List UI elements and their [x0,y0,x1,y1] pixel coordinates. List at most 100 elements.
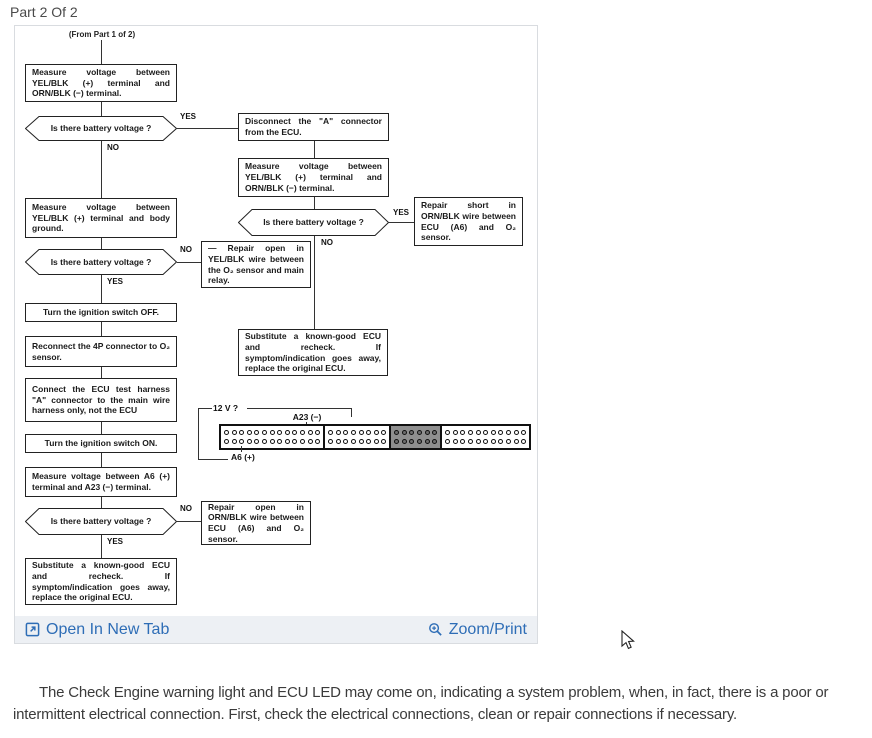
hexagon-shape [238,209,389,236]
connector-pin [452,430,458,435]
flow-line [314,141,315,158]
flow-step-repair-open-yel: — Repair open in YEL/BLK wire between th… [201,241,311,288]
connector-pin [224,439,229,444]
connector-pin [424,439,430,444]
flow-step-text: Disconnect the "A" connector from the EC… [245,116,382,137]
flow-line [101,238,102,249]
flow-step-text: Repair open in ORN/BLK wire between ECU … [208,501,304,544]
connector-pin [513,439,519,444]
flow-line [101,141,102,198]
flow-step-text: Reconnect the 4P connector to O₂ sensor. [32,340,170,362]
flow-step-measure-yel-orn-2: Measure voltage between YEL/BLK (+) term… [238,158,389,197]
connector-pin [424,430,430,435]
connector-pin [475,439,481,444]
connector-pin [483,430,489,435]
connector-pin [231,430,237,435]
a23-pin-label: A23 (−) [292,412,322,422]
connector-pin [417,430,423,435]
connector-pin [366,439,372,444]
pin-pointer-line [241,446,242,452]
connector-pin [521,430,527,435]
connector-pin [521,439,527,444]
flow-decision-text: Is there battery voltage ? [50,123,152,134]
flow-step-repair-short-orn: Repair short in ORN/BLK wire between ECU… [414,197,523,246]
connector-pin [343,430,349,435]
connector-pin [277,430,283,435]
connector-pin [381,430,387,435]
connector-pin [475,430,481,435]
flow-decision-text: Is there battery voltage ? [263,217,364,228]
connector-pin [254,439,260,444]
flow-line [101,422,102,434]
connector-pin [468,439,474,444]
connector-pin [490,430,496,435]
flow-line [101,102,102,116]
zoom-print-icon [428,623,442,636]
connector-pin [277,439,283,444]
flow-step-text: Substitute a known-good ECU and recheck.… [245,331,381,374]
hexagon-shape [25,116,177,141]
flow-step-substitute-ecu-end: Substitute a known-good ECU and recheck.… [25,558,177,605]
connector-pin [506,439,511,444]
branch-no-label: NO [107,143,119,152]
branch-no-label: NO [321,238,333,247]
flow-line [101,497,102,508]
connector-pin [401,430,407,435]
flow-step-text: Measure voltage between YEL/BLK (+) term… [32,66,170,99]
flow-step-measure-yel-orn: Measure voltage between YEL/BLK (+) term… [25,64,177,102]
bracket-line [198,408,199,459]
flow-step-text: Connect the ECU test harness "A" connect… [32,383,170,416]
zoom-print-label: Zoom/Print [448,620,527,638]
connector-pin [307,430,313,435]
diagram-viewer-panel: (From Part 1 of 2) Measure voltage betwe… [14,25,538,644]
branch-yes-label: YES [180,112,197,121]
connector-section [442,426,529,448]
connector-pin [460,430,466,435]
flow-line [101,40,102,64]
connector-pin [315,430,321,435]
connector-section [221,426,326,448]
flow-step-ignition-off: Turn the ignition switch OFF. [25,303,177,322]
connector-pin [239,430,245,435]
zoom-print-link[interactable]: Zoom/Print [428,621,527,639]
connector-section [325,426,392,448]
ecu-connector-diagram [219,424,532,450]
connector-pin [231,439,237,444]
hexagon-shape [25,249,177,275]
bracket-line [247,408,351,409]
connector-pin [394,439,400,444]
flow-step-text: Repair short in ORN/BLK wire between ECU… [421,200,516,243]
branch-no-label: NO [180,245,192,254]
flow-decision-text: Is there battery voltage ? [50,516,152,527]
connector-pin [513,430,519,435]
connector-pin [468,430,474,435]
connector-pin [490,439,496,444]
connector-pin [254,430,260,435]
connector-pin [335,430,341,435]
connector-pin [284,439,290,444]
connector-pin [315,439,321,444]
connector-pin [299,439,305,444]
hexagon-shape [25,508,177,535]
flow-decision-battery-1: Is there battery voltage ? [25,116,177,141]
open-in-new-tab-link[interactable]: Open In New Tab [25,621,169,639]
connector-pin [343,439,349,444]
connector-pin [246,439,252,444]
flow-step-measure-body-ground: Measure voltage between YEL/BLK (+) term… [25,198,177,238]
flow-step-reconnect-4p: Reconnect the 4P connector to O₂ sensor. [25,336,177,367]
connector-pin [373,430,379,435]
flow-line [314,197,315,209]
connector-pin [328,430,334,435]
connector-pin [269,439,275,444]
flow-line [389,222,414,223]
flow-line [101,535,102,558]
connector-pin [445,439,451,444]
connector-pin [506,430,511,435]
flow-step-connect-harness: Connect the ECU test harness "A" connect… [25,378,177,422]
connector-pin [401,439,407,444]
flow-step-repair-open-orn: Repair open in ORN/BLK wire between ECU … [201,501,311,545]
viewer-toolbar: Open In New Tab Zoom/Print [15,616,537,643]
connector-pin [292,430,298,435]
flow-step-substitute-ecu-mid: Substitute a known-good ECU and recheck.… [238,329,388,376]
flow-line [177,521,201,522]
